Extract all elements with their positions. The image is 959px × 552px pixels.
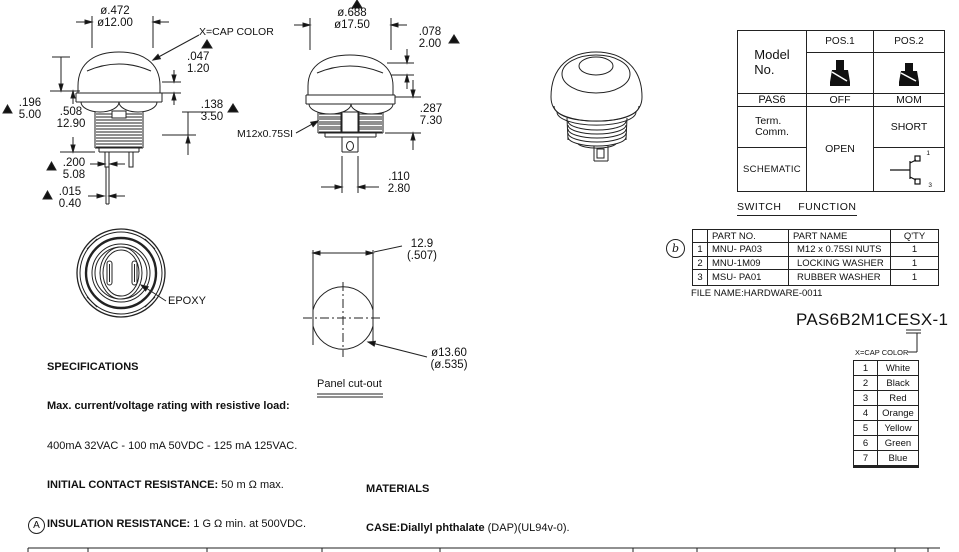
cap-color-no: 7: [854, 451, 877, 465]
part-row-partno: MSU- PA01: [708, 270, 788, 285]
pos1-state: OFF: [807, 94, 873, 106]
schematic-symbol-cell: 1 3: [874, 148, 944, 191]
pos2-state: MOM: [874, 94, 944, 106]
spec-line: Max. current/voltage rating with resisti…: [47, 400, 290, 413]
cap-color-name: White: [878, 361, 918, 375]
model-no-cell: Model No.: [738, 31, 806, 93]
thread-note: M12x0.75SI: [237, 128, 294, 140]
panel-cutout-label: Panel cut-out: [317, 378, 382, 390]
part-row-partno: MNU-1M09: [708, 257, 788, 269]
part-row-partno: MNU- PA03: [708, 243, 788, 256]
balloon-b: b: [666, 239, 685, 258]
spec-line: INSULATION RESISTANCE: 1 G Ω min. at 500…: [47, 518, 307, 531]
cap-color-name: Green: [878, 436, 918, 450]
cap-color-name: Blue: [878, 451, 918, 465]
parts-header-partname: PART NAME: [789, 230, 890, 242]
cap-color-name: Red: [878, 391, 918, 405]
cap-color-no: 3: [854, 391, 877, 405]
materials-title: MATERIALS: [366, 483, 430, 495]
specifications-block: SPECIFICATIONS Max. current/voltage rati…: [47, 335, 382, 552]
schematic-label: SCHEMATIC: [738, 148, 806, 191]
pushbutton-schematic-icon: [890, 154, 921, 185]
cap-color-name: Orange: [878, 406, 918, 420]
cap-color-no: 5: [854, 421, 877, 435]
switch-function-table: Model No. POS.1 POS.2 PAS6 OFF MOM Term.…: [737, 30, 945, 192]
pos2-icon-cell: [874, 53, 944, 93]
cap-color-note: X=CAP COLOR: [199, 26, 274, 38]
file-name: FILE NAME:HARDWARE-0011: [691, 288, 823, 299]
part-number: PAS6B2M1CESX-1: [796, 310, 949, 329]
schematic-pin-3: 3: [928, 182, 932, 189]
cap-color-table: 1 White 2 Black 3 Red 4 Orange 5 Yellow …: [853, 360, 919, 468]
part-row-partname: LOCKING WASHER: [789, 257, 890, 269]
cap-color-no: 2: [854, 376, 877, 390]
epoxy-label: EPOXY: [168, 295, 206, 307]
parts-header-partno: PART NO.: [708, 230, 788, 242]
parts-header-no: [693, 230, 707, 242]
balloon-a-torque: A: [28, 517, 45, 534]
spec-line: 400mA 32VAC - 100 mA 50VDC - 125 mA 125V…: [47, 439, 298, 452]
part-row-partname: M12 x 0.75SI NUTS: [789, 243, 890, 256]
cap-color-no: 4: [854, 406, 877, 420]
term-comm-label: Term. Comm.: [738, 107, 806, 147]
cap-color-title: X=CAP COLOR: [855, 348, 909, 357]
schematic-pin-1: 1: [926, 150, 930, 157]
pos1-header: POS.1: [807, 31, 873, 52]
term-open: OPEN: [807, 107, 873, 191]
part-row-qty: 1: [891, 257, 938, 269]
dim-cutout-width: 12.9(.507): [406, 238, 438, 262]
pushbutton-pressed-icon: [899, 62, 919, 86]
pushbutton-up-icon: [830, 59, 850, 86]
part-row-qty: 1: [891, 270, 938, 285]
pos1-icon-cell: [807, 53, 873, 93]
dim-cutout-diameter: ø13.60(ø.535): [430, 347, 468, 371]
cap-color-name: Black: [878, 376, 918, 390]
part-row-no: 1: [693, 243, 707, 256]
part-row-no: 3: [693, 270, 707, 285]
cap-color-name: Yellow: [878, 421, 918, 435]
parts-table: PART NO. PART NAME Q'TY 1 MNU- PA03 M12 …: [692, 229, 939, 286]
cap-color-no: 6: [854, 436, 877, 450]
switch-function-title: SWITCH FUNCTION: [737, 201, 857, 216]
materials-block: MATERIALS CASE:Diallyl phthalate (DAP)(U…: [366, 457, 666, 552]
spec-line: INITIAL CONTACT RESISTANCE: 50 m Ω max.: [47, 479, 284, 492]
parts-header-qty: Q'TY: [891, 230, 938, 242]
part-row-no: 2: [693, 257, 707, 269]
term-short: SHORT: [874, 107, 944, 147]
cap-color-no: 1: [854, 361, 877, 375]
pos2-header: POS.2: [874, 31, 944, 52]
part-row-partname: RUBBER WASHER: [789, 270, 890, 285]
part-row-qty: 1: [891, 243, 938, 256]
specs-title: SPECIFICATIONS: [47, 361, 139, 374]
model-value: PAS6: [738, 94, 806, 106]
material-line: CASE:Diallyl phthalate (DAP)(UL94v-0).: [366, 522, 570, 534]
